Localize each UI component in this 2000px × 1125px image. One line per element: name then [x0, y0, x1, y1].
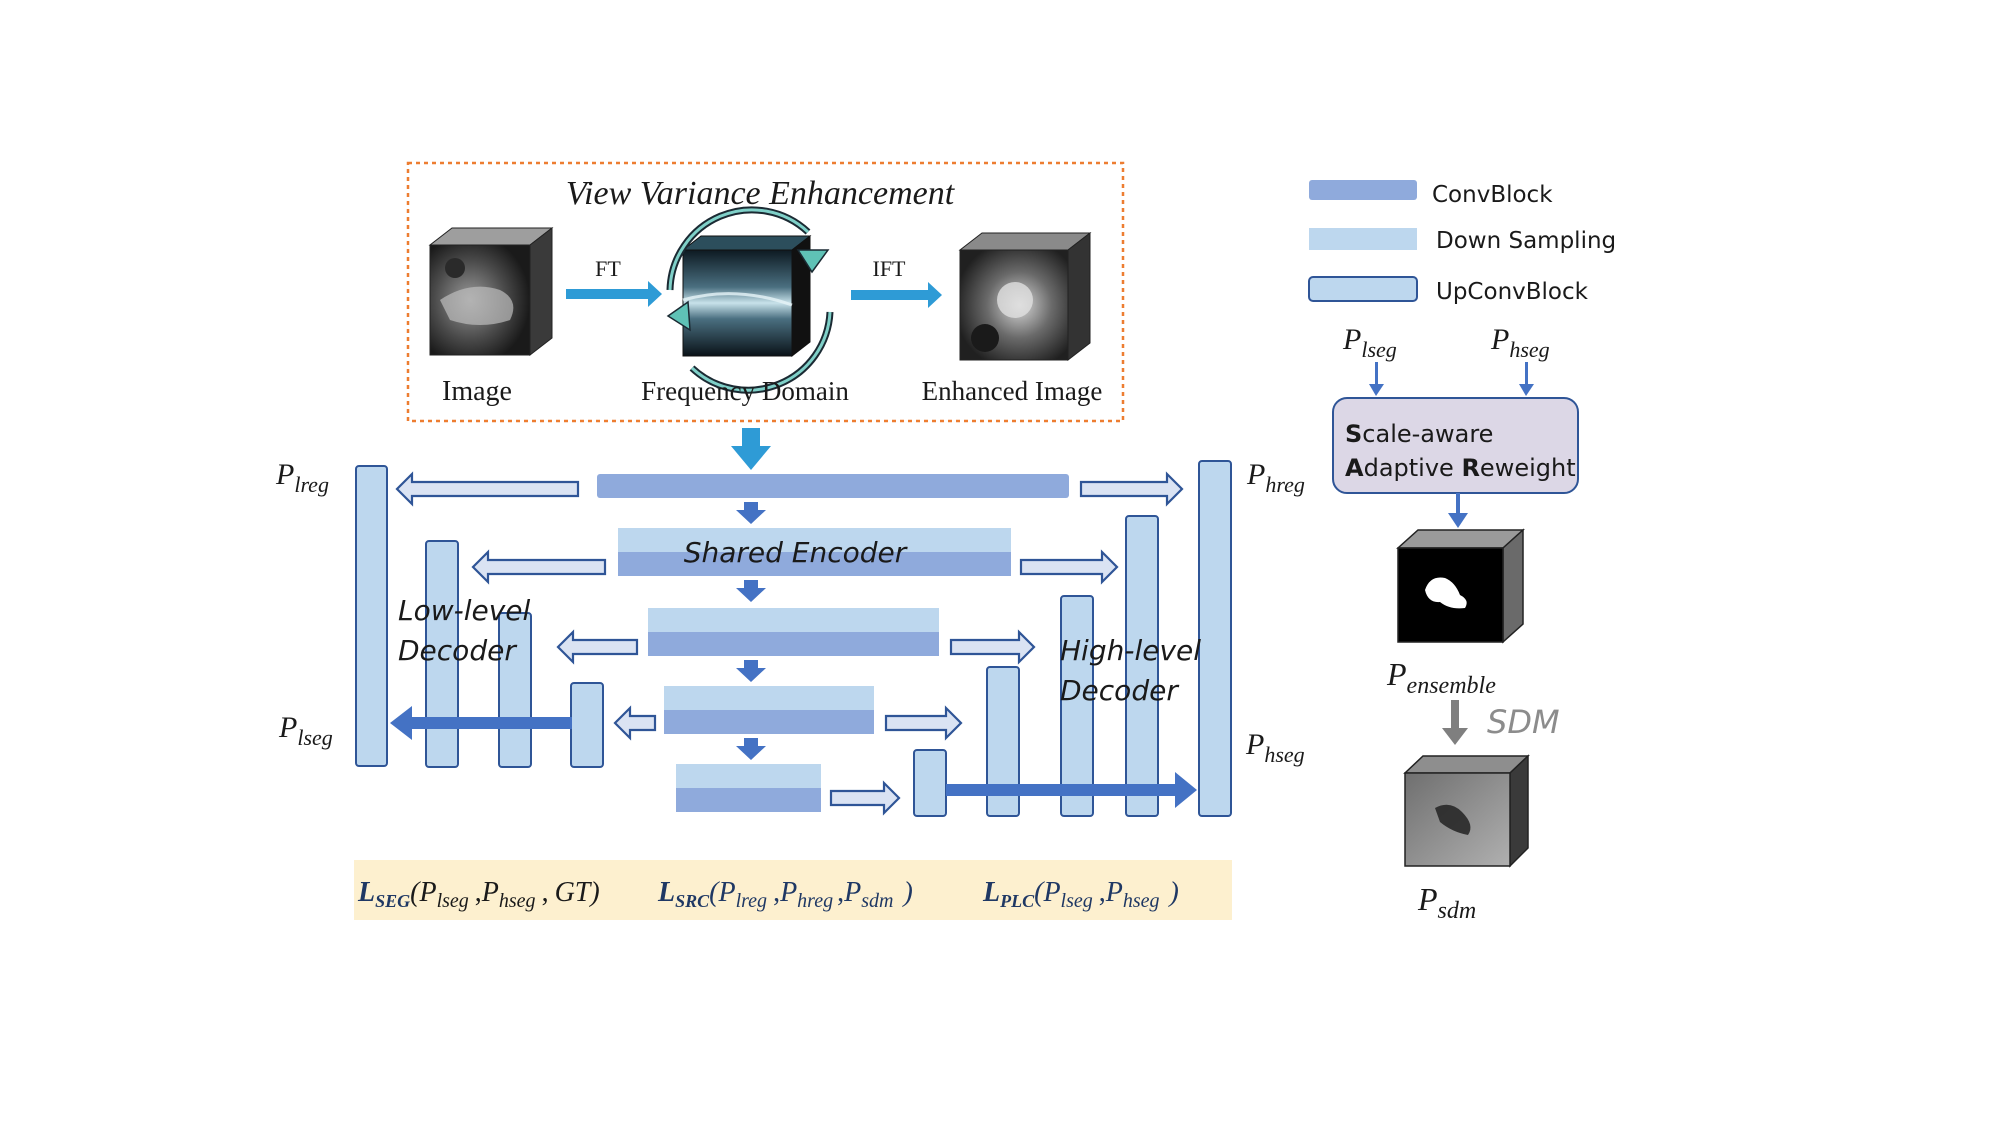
encoder-conv-block-2: [618, 552, 1011, 576]
enhanced-image-cube: [958, 231, 1092, 362]
sar-output-arrow: [1448, 513, 1468, 528]
image-label: Image: [442, 376, 512, 407]
skip-arrow-right-2: [1019, 549, 1119, 585]
high-upconv-block-1: [1198, 460, 1232, 817]
enhanced-image-label: Enhanced Image: [922, 376, 1103, 406]
low-decoder-flow-arrow: [410, 717, 572, 729]
shared-encoder: Shared Encoder: [597, 474, 1069, 812]
encoder-down-sampling-4: [676, 764, 821, 788]
sdm-label: SDM: [1487, 703, 1560, 741]
high-decoder-flow-arrowhead: [1175, 772, 1197, 808]
skip-arrow-right-4: [884, 705, 963, 741]
frequency-domain-cube: [681, 234, 812, 358]
sar-box: [1332, 397, 1579, 494]
encoder-conv-block-5: [676, 788, 821, 812]
skip-arrow-left-2: [471, 549, 607, 585]
sar-line-2: Adaptive Reweight: [1345, 454, 1576, 482]
encoder-down-sampling-1: [618, 528, 1011, 552]
loss-seg: LSEG(Plseg,Phseg,GT): [357, 877, 600, 912]
low-level-decoder-label-line1: Low-level: [398, 594, 531, 627]
loss-src: LSRC(Plreg,Phreg,Psdm): [657, 877, 913, 912]
p-hseg-label: Phseg: [1245, 728, 1305, 767]
rotation-arrows-icon: [666, 206, 834, 394]
low-level-decoder: Low-level Decoder: [355, 465, 604, 768]
sar-line-1: Scale-aware: [1345, 420, 1493, 448]
high-upconv-block-3: [1060, 595, 1094, 817]
skip-arrow-left-3: [556, 629, 639, 665]
ft-arrow: [566, 281, 662, 307]
legend-conv-label: ConvBlock: [1432, 182, 1553, 208]
sdm-map-cube: [1403, 754, 1530, 868]
p-sdm-label: Psdm: [1417, 881, 1476, 924]
legend-up-label: UpConvBlock: [1436, 279, 1589, 305]
sar-input-p-hseg: Phseg: [1490, 323, 1550, 362]
skip-arrow-right-5: [829, 780, 901, 816]
loss-bar-background: [354, 860, 1232, 920]
high-decoder-flow-arrow: [946, 784, 1178, 796]
vve-title: View Variance Enhancement: [566, 175, 956, 212]
skip-connections: [395, 471, 1184, 816]
skip-arrow-left-4: [613, 705, 657, 741]
loss-plc: LPLC(Plseg,Phseg): [982, 877, 1179, 912]
low-upconv-block-1: [355, 465, 388, 767]
low-upconv-block-4: [570, 682, 604, 768]
encoder-down-sampling-3: [664, 686, 874, 710]
encoder-conv-block-3: [648, 632, 939, 656]
high-upconv-block-2: [1125, 515, 1159, 817]
frequency-domain-label: Frequency Domain: [641, 376, 849, 406]
low-decoder-flow-arrowhead: [390, 706, 412, 740]
encoder-down-sampling-2: [648, 608, 939, 632]
skip-arrow-left-1: [395, 471, 580, 507]
low-level-decoder-label-line2: Decoder: [398, 634, 517, 667]
p-hreg-label: Phreg: [1246, 458, 1305, 497]
vve-dashed-border: [406, 161, 1125, 423]
input-image-cube: [428, 226, 554, 357]
high-level-decoder-label-line1: High-level: [1060, 634, 1201, 667]
view-variance-enhancement-module: View Variance Enhancement Image FT: [406, 161, 1125, 423]
encoder-down-arrow-4: [736, 738, 766, 760]
vve-to-encoder-arrow: [731, 428, 771, 470]
sar-input-arrow-right: [1519, 384, 1534, 396]
shared-encoder-label: Shared Encoder: [684, 536, 908, 569]
ft-label: FT: [595, 256, 621, 281]
legend-swatch-down: [1309, 228, 1417, 250]
scale-aware-adaptive-reweight: Plseg Phseg Scale-aware Adaptive Reweigh…: [1332, 323, 1579, 528]
encoder-down-arrow-2: [736, 580, 766, 602]
encoder-down-arrow-3: [736, 660, 766, 682]
high-upconv-block-4: [986, 666, 1020, 817]
high-level-decoder-label-line2: Decoder: [1060, 674, 1179, 707]
low-upconv-block-2: [425, 540, 459, 768]
skip-arrow-right-3: [949, 629, 1036, 665]
loss-functions-bar: LSEG(Plseg,Phseg,GT) LSRC(Plreg,Phreg,Ps…: [354, 860, 1232, 920]
encoder-down-arrow-1: [736, 502, 766, 524]
legend: ConvBlock Down Sampling UpConvBlock: [1308, 180, 1616, 305]
sdm-arrow: [1442, 700, 1468, 745]
encoder-conv-block-4: [664, 710, 874, 734]
p-lseg-label: Plseg: [278, 711, 333, 750]
sar-input-arrow-left: [1369, 384, 1384, 396]
high-level-decoder: High-level Decoder: [913, 460, 1232, 817]
legend-swatch-up: [1308, 276, 1418, 302]
legend-swatch-conv: [1309, 180, 1417, 200]
skip-arrow-right-1: [1079, 471, 1184, 507]
ensemble-mask-cube: [1396, 528, 1525, 644]
p-ensemble-label: Pensemble: [1386, 656, 1496, 699]
segmentation-blob: [1425, 577, 1467, 609]
high-upconv-block-5: [913, 749, 947, 817]
ift-label: IFT: [873, 256, 907, 281]
ift-arrow: [851, 282, 942, 308]
sar-input-p-lseg: Plseg: [1342, 323, 1397, 362]
legend-down-label: Down Sampling: [1436, 228, 1616, 254]
p-lreg-label: Plreg: [275, 458, 329, 497]
encoder-conv-block-1: [597, 474, 1069, 498]
